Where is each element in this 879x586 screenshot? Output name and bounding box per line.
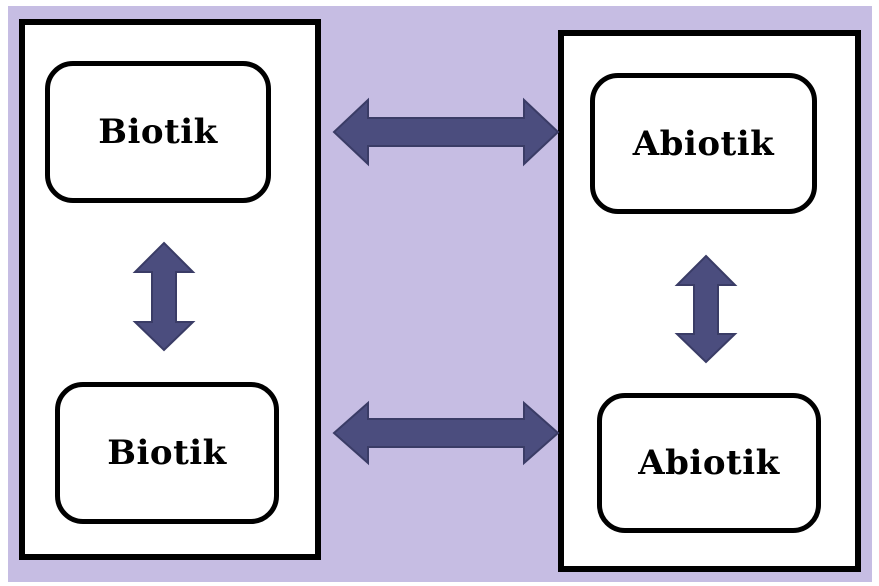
abiotic-node-top-label: Abiotik: [632, 123, 775, 164]
biotic-node-top: Biotik: [45, 61, 271, 203]
biotic-node-top-label: Biotik: [98, 112, 218, 152]
abiotic-node-bottom: Abiotik: [597, 393, 821, 533]
abiotic-node-top: Abiotik: [590, 73, 817, 214]
biotic-node-bottom-label: Biotik: [107, 433, 227, 473]
abiotic-node-bottom-label: Abiotik: [638, 443, 780, 483]
biotic-node-bottom: Biotik: [55, 382, 279, 524]
